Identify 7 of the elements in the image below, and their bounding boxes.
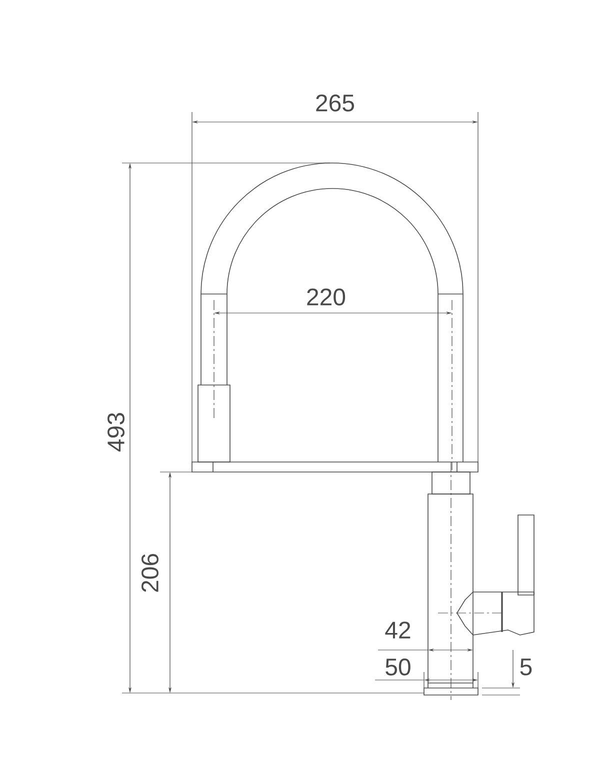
- dimension-label: 42: [385, 622, 410, 638]
- dimension-label: 5: [520, 658, 532, 676]
- dimension-label: 220: [307, 288, 346, 306]
- dimension-label: 265: [316, 94, 354, 112]
- dimension-label: 50: [386, 658, 410, 676]
- dimension-label: 206: [142, 554, 158, 592]
- dimension-label: 493: [108, 413, 124, 452]
